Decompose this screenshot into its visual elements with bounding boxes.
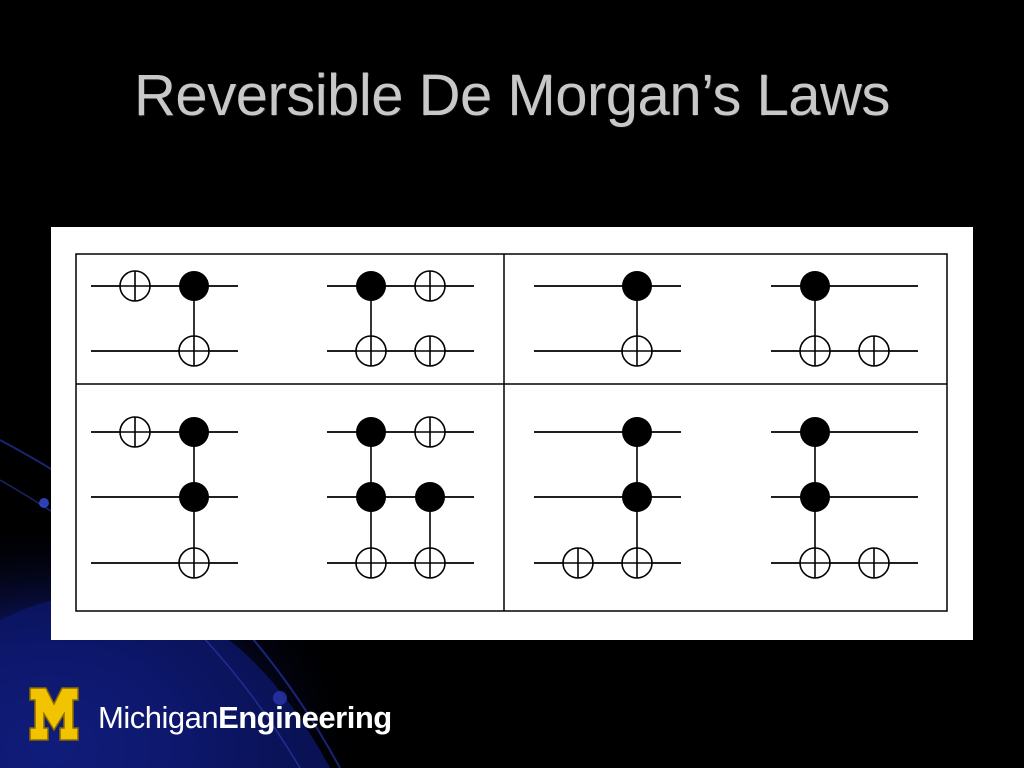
slide-title: Reversible De Morgan’s Laws <box>134 63 890 128</box>
eq1-right-gate3-not-target <box>414 335 446 367</box>
eq2-left-gate1-control-dot-1 <box>622 271 652 301</box>
eq2-right-gate2-not-target <box>858 335 890 367</box>
eq4-right-gate1-control-dot-1 <box>800 417 830 447</box>
eq1-right-gate2-not-target <box>414 270 446 302</box>
eq4-right-gate1-control-dot-2 <box>800 482 830 512</box>
brand-engineering: Engineering <box>218 700 392 735</box>
eq3-left-gate2-control-dot-1 <box>179 417 209 447</box>
eq3-left-gate2-control-dot-2 <box>179 482 209 512</box>
eq3-right-gate1-control-dot-2 <box>356 482 386 512</box>
eq4-left-gate2-control-dot-1 <box>622 417 652 447</box>
eq4-right-gate1-target <box>799 547 831 579</box>
eq3-right-gate3-target <box>414 547 446 579</box>
eq4-left-gate1-not-target <box>562 547 594 579</box>
eq2-right-gate1-target <box>799 335 831 367</box>
eq3-left-gate1-not-target <box>119 416 151 448</box>
eq1-right-gate1-target <box>355 335 387 367</box>
circuit-diagram <box>75 253 948 612</box>
eq1-right-gate1-control-dot-1 <box>356 271 386 301</box>
eq3-right-gate1-control-dot-1 <box>356 417 386 447</box>
eq3-left-gate2-target <box>178 547 210 579</box>
eq1-left-gate1-not-target <box>119 270 151 302</box>
eq3-right-gate1-target <box>355 547 387 579</box>
circuit-diagram-panel <box>51 227 973 640</box>
eq4-left-gate2-target <box>621 547 653 579</box>
eq4-left-gate2-control-dot-2 <box>622 482 652 512</box>
block-m-logo <box>29 687 79 741</box>
eq4-right-gate2-not-target <box>858 547 890 579</box>
diagram-frame <box>75 253 948 612</box>
eq3-right-gate2-not-target <box>414 416 446 448</box>
eq2-left-gate1-target <box>621 335 653 367</box>
eq1-left-gate2-target <box>178 335 210 367</box>
footer-brand: MichiganEngineering <box>98 700 392 736</box>
eq1-left-gate2-control-dot-1 <box>179 271 209 301</box>
eq3-right-gate3-control-dot-1 <box>415 482 445 512</box>
eq2-right-gate1-control-dot-1 <box>800 271 830 301</box>
brand-michigan: Michigan <box>98 700 219 735</box>
